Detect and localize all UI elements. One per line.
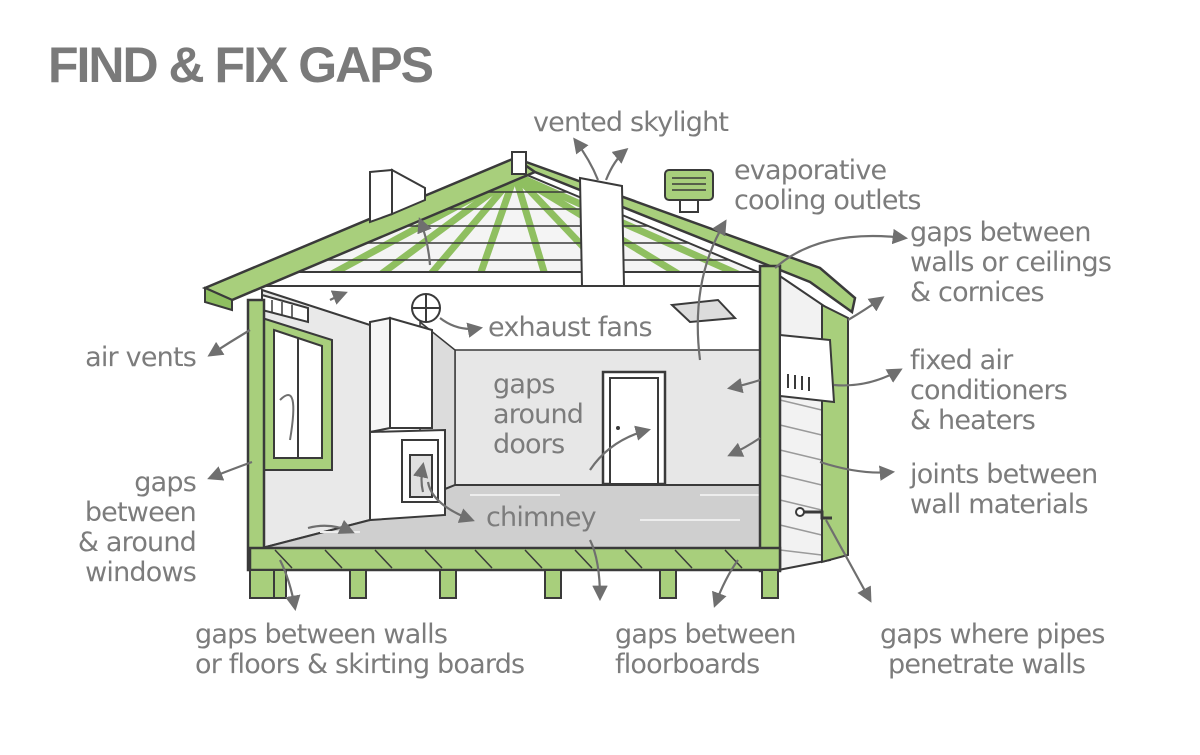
label-gaps-windows: gaps between & around windows [77, 467, 197, 588]
pipe [795, 507, 832, 520]
label-vented-skylight: vented skylight [533, 107, 729, 138]
label-gaps-walls-floors: gaps between walls or floors & skirting … [195, 619, 525, 680]
right-wall-cut [758, 264, 782, 573]
air-conditioner [779, 333, 836, 404]
label-air-vents: air vents [85, 342, 197, 373]
label-gaps-floorboards: gaps between floorboards [615, 619, 796, 680]
evaporative-cooler [664, 169, 714, 213]
label-joints-wall-materials: joints between wall materials [910, 459, 1098, 520]
chimney-stack [369, 168, 426, 224]
label-chimney: chimney [486, 502, 597, 533]
label-evaporative-cooling: evaporative cooling outlets [734, 155, 922, 216]
window [261, 316, 333, 471]
label-gaps-walls-ceilings: gaps between walls or ceilings & cornice… [910, 217, 1112, 308]
back-wall [419, 320, 766, 500]
label-gaps-pipes: gaps where pipes penetrate walls [880, 619, 1105, 680]
skylight-shaft [578, 176, 626, 287]
callout-arrows [207, 137, 909, 612]
label-exhaust-fans: exhaust fans [488, 312, 653, 343]
door [601, 370, 667, 486]
exhaust-fan [411, 293, 441, 323]
floor-structure [248, 546, 782, 599]
left-wall-cut [246, 298, 266, 572]
page-title: FIND & FIX GAPS [48, 37, 434, 93]
label-gaps-around-doors: gaps around doors [493, 369, 584, 460]
ceiling-vent [669, 298, 738, 324]
label-fixed-air-conditioners: fixed air conditioners & heaters [910, 345, 1068, 436]
